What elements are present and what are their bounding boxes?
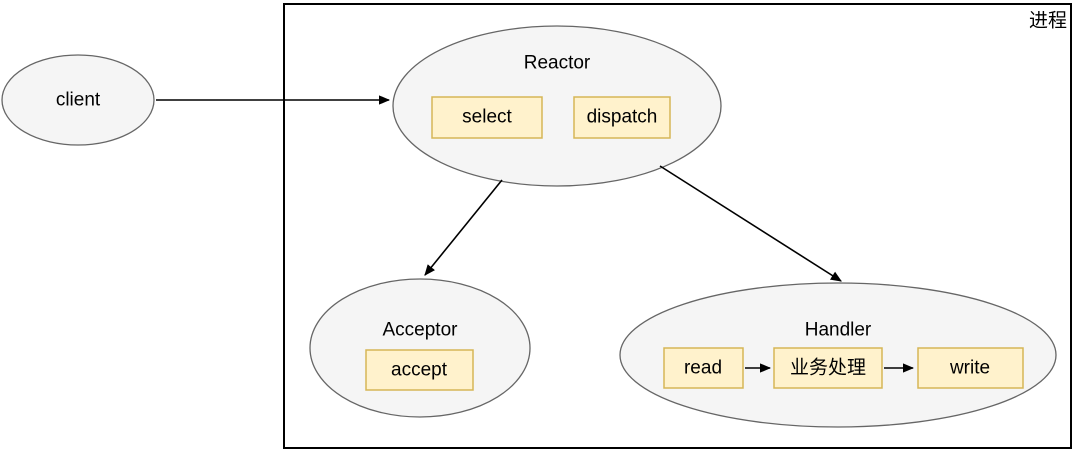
accept-box (365, 349, 474, 391)
reactor-node (392, 25, 722, 187)
read-box (663, 347, 744, 389)
business-label: 业务处理 (790, 357, 866, 379)
process-label: 进程 (1029, 10, 1067, 32)
select-label: select (462, 107, 512, 128)
handler-title: Handler (805, 320, 872, 341)
process-boundary-box (283, 3, 1072, 449)
arrow-reactor-to-handler (659, 165, 842, 282)
reactor-title: Reactor (524, 53, 591, 74)
client-node (1, 54, 155, 146)
acceptor-node (309, 278, 531, 418)
business-box (773, 347, 883, 389)
select-box (431, 96, 543, 139)
accept-label: accept (391, 360, 448, 381)
write-label: write (949, 358, 990, 379)
read-label: read (684, 358, 722, 379)
client-label: client (56, 90, 101, 111)
dispatch-box (573, 96, 671, 139)
acceptor-title: Acceptor (383, 320, 459, 341)
arrow-reactor-to-acceptor (424, 179, 503, 276)
write-box (917, 347, 1024, 389)
dispatch-label: dispatch (587, 107, 658, 128)
